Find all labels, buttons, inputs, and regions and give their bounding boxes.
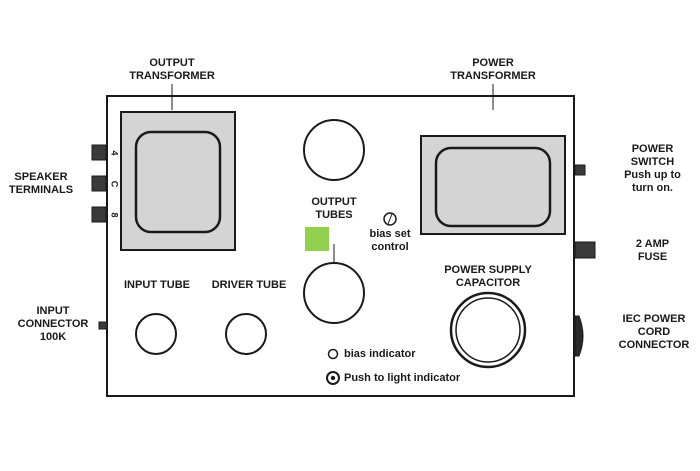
speaker-terminal-4[interactable] (91, 144, 107, 161)
bias-set-control-label: bias set control (369, 228, 411, 253)
push-to-light-label: Push to light indicator (344, 372, 461, 384)
input-tube (135, 313, 177, 355)
bias-indicator-label: bias indicator (344, 348, 416, 360)
power-transformer-label: POWER TRANSFORMER (450, 57, 536, 82)
driver-tube-label: DRIVER TUBE (211, 279, 287, 291)
driver-tube (225, 313, 267, 355)
power-switch-label: POWER SWITCH Push up to turn on. (624, 143, 681, 194)
terminal-label-8: 8 (110, 212, 120, 217)
fuse-label: 2 AMP FUSE (635, 238, 670, 263)
speaker-terminal-8[interactable] (91, 206, 107, 223)
input-tube-label: INPUT TUBE (124, 279, 190, 291)
terminal-label-4: 4 (110, 150, 120, 155)
input-connector-label: INPUT CONNECTOR 100K (17, 305, 89, 343)
output-transformer-label: OUTPUT TRANSFORMER (129, 57, 215, 82)
output-tubes-label: OUTPUT TUBES (311, 196, 357, 221)
bias-set-control-slot (387, 213, 393, 225)
speaker-terminal-c[interactable] (91, 175, 107, 192)
output-tube-2 (303, 262, 365, 324)
power-supply-capacitor-label: POWER SUPPLY CAPACITOR (444, 264, 532, 289)
output-transformer-core (134, 130, 222, 234)
power-transformer-core (434, 146, 552, 228)
output-tube-1 (303, 119, 365, 181)
power-supply-capacitor-inner (455, 297, 521, 363)
iec-connector-label: IEC POWER CORD CONNECTOR (618, 313, 690, 351)
speaker-terminals-label: SPEAKER TERMINALS (8, 171, 74, 196)
push-to-light-button-inner (330, 375, 336, 381)
input-connector-jack[interactable] (98, 321, 108, 330)
fuse-holder[interactable] (574, 241, 596, 259)
bias-indicator-light (327, 348, 339, 360)
bias-indicator-led (305, 227, 329, 251)
power-switch[interactable] (574, 164, 586, 176)
iec-power-connector[interactable] (574, 315, 584, 357)
terminal-label-c: C (110, 181, 120, 188)
